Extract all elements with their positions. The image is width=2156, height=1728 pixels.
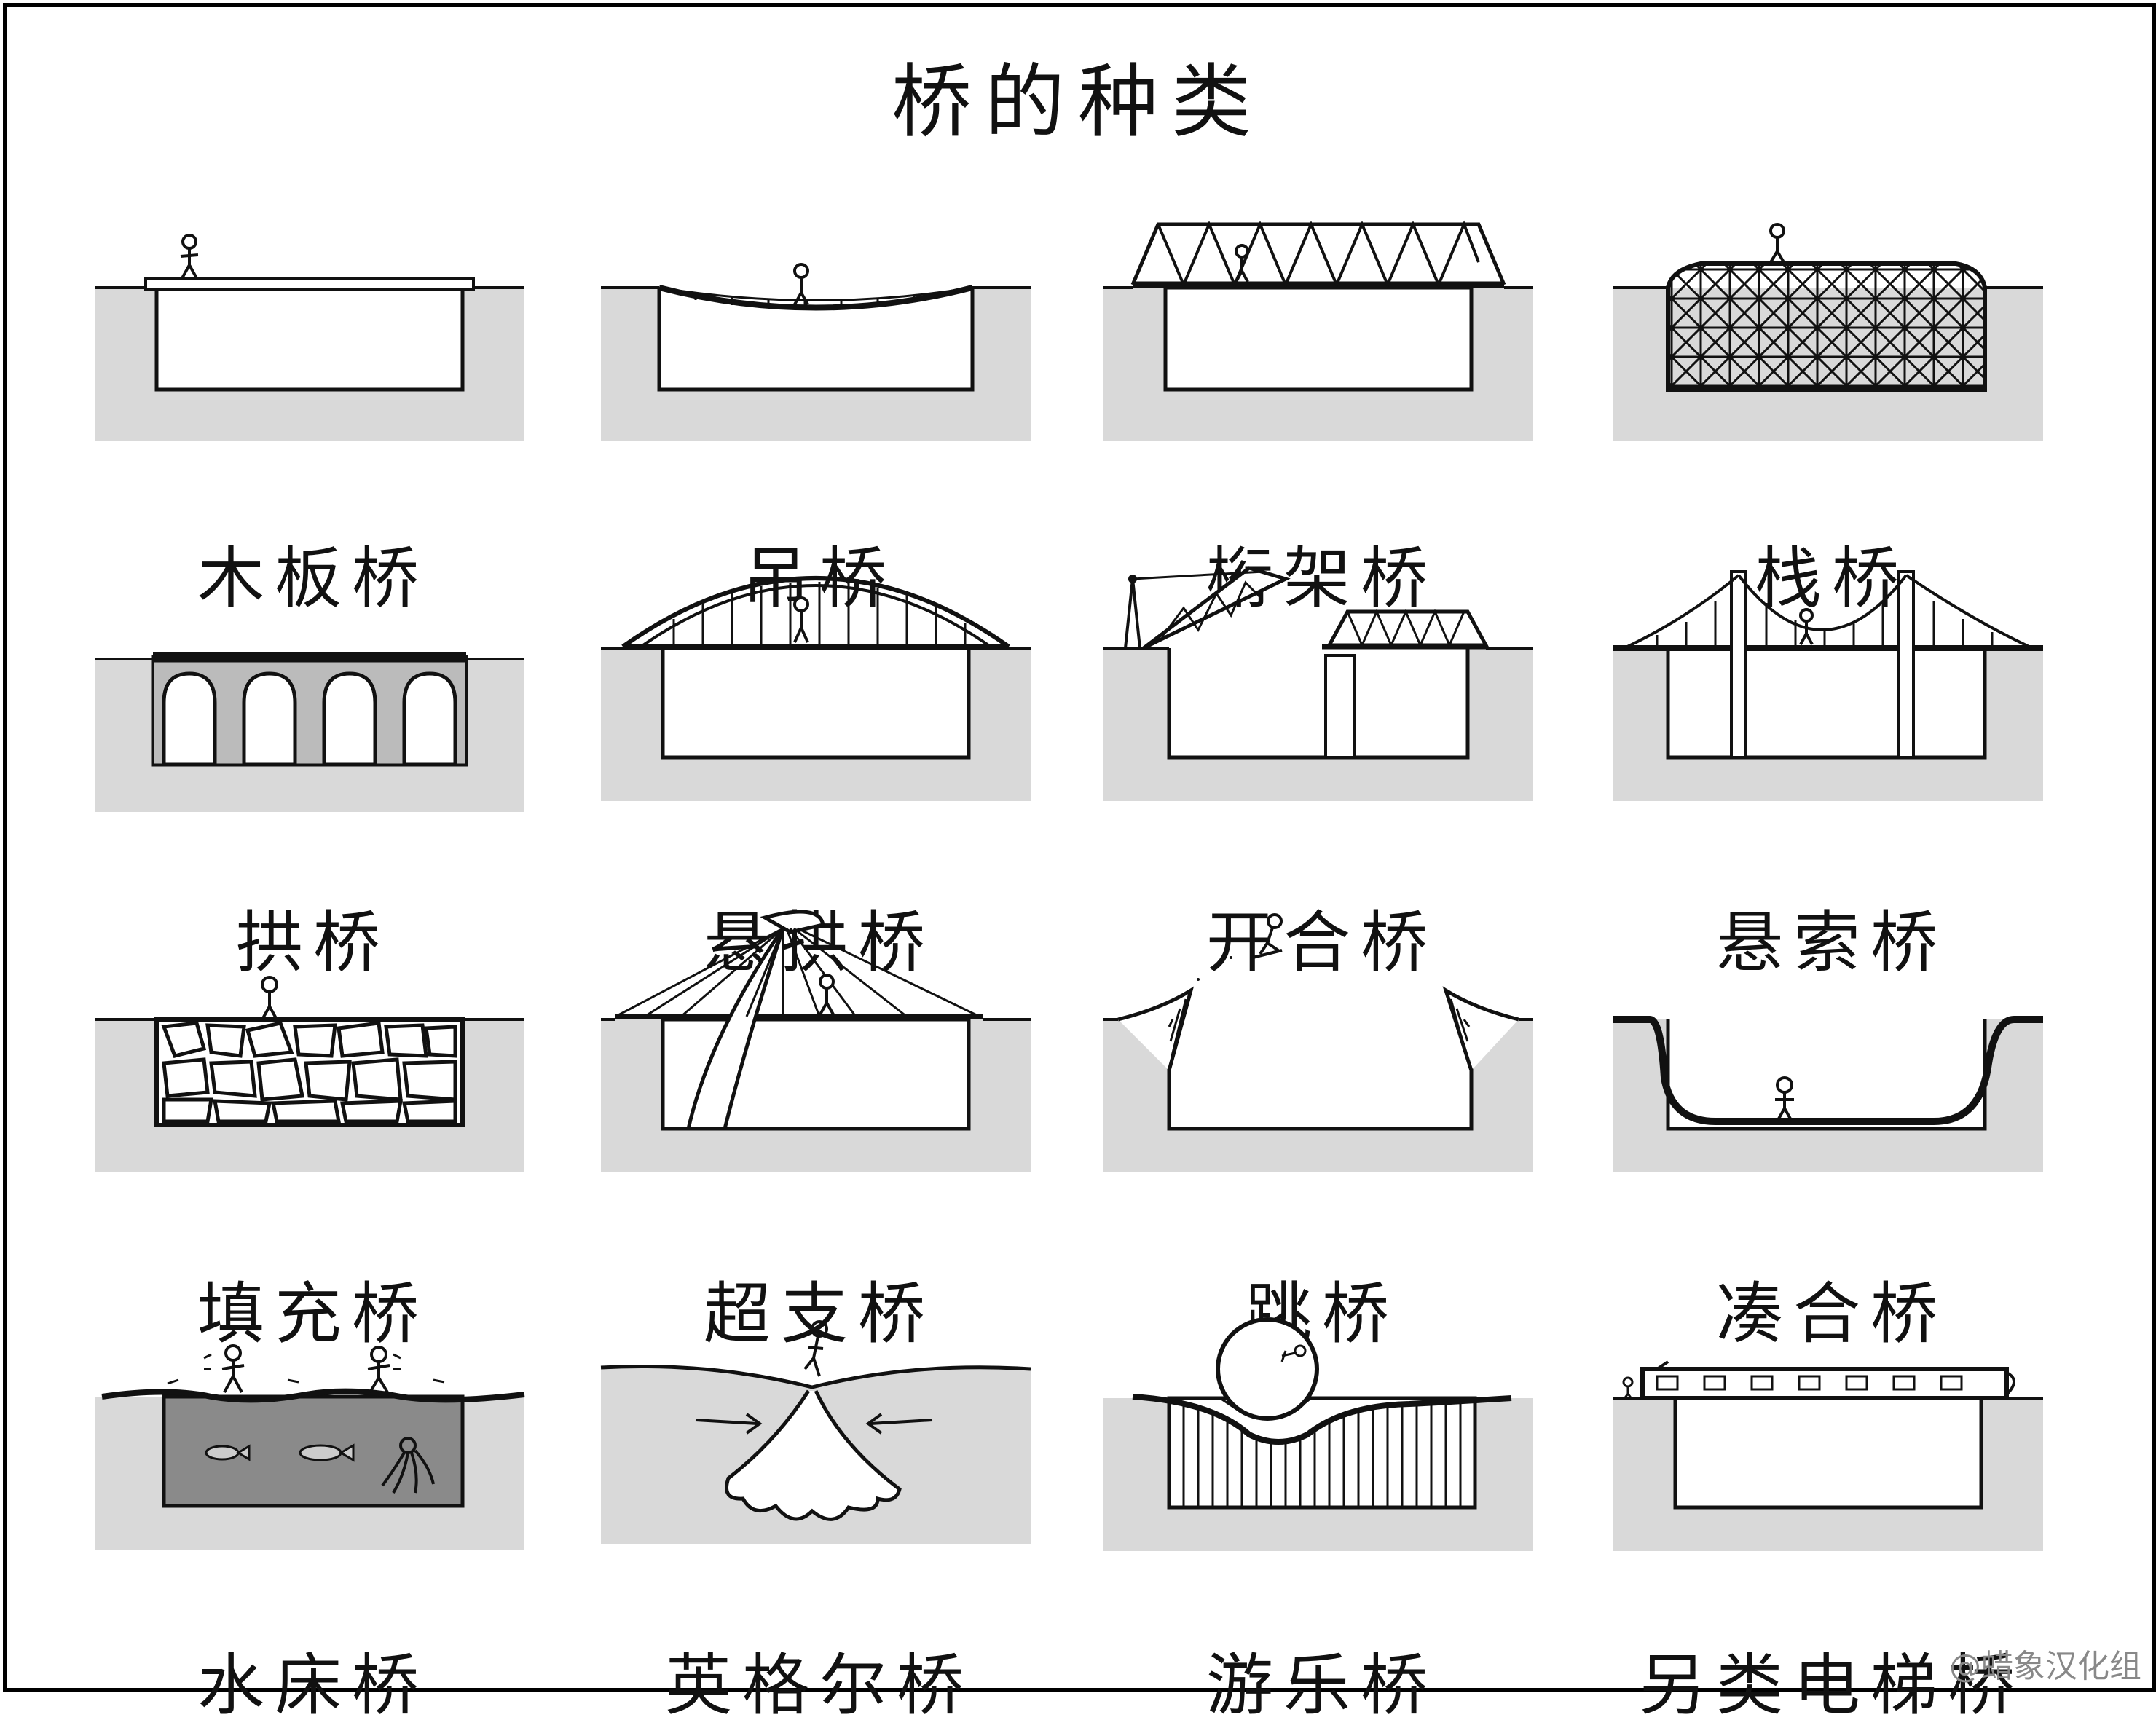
ingle-bridge-icon xyxy=(601,1318,1038,1609)
truss-bridge-icon xyxy=(1103,211,1541,502)
bridge-panel-drawbridge: 开合桥 xyxy=(1103,575,1541,939)
bridge-panel-suspension: 悬索桥 xyxy=(1613,575,2050,939)
halfpipe-bridge-icon xyxy=(1613,947,2050,1238)
bridge-panel-arch: 拱桥 xyxy=(95,575,532,939)
bridge-panel-overbuilt: 超支桥 xyxy=(601,947,1038,1311)
bridge-panel-halfpipe: 凑合桥 xyxy=(1613,947,2050,1311)
arch-bridge-icon xyxy=(95,575,532,867)
bridge-label: 水床桥 xyxy=(95,1631,532,1728)
bridge-panel-rope: 吊桥 xyxy=(601,211,1038,575)
bridge-panel-fill: 填充桥 xyxy=(95,947,532,1311)
drawbridge-icon xyxy=(1103,575,1541,867)
page-title: 桥的种类 xyxy=(0,36,2156,153)
bridge-panel-elevator: 另类电梯桥 xyxy=(1613,1318,2050,1682)
tied-arch-bridge-icon xyxy=(601,575,1038,867)
overbuilt-bridge-icon xyxy=(601,947,1038,1238)
bridge-panel-jump: 跳桥 xyxy=(1103,947,1541,1311)
suspension-bridge-icon xyxy=(1613,575,2050,867)
waterbed-bridge-icon xyxy=(95,1318,532,1609)
bridge-panel-truss: 桁架桥 xyxy=(1103,211,1541,575)
bridge-panel-loop: 游乐桥 xyxy=(1103,1318,1541,1682)
loop-bridge-icon xyxy=(1103,1318,1541,1609)
rope-bridge-icon xyxy=(601,211,1038,502)
bridge-label: 英格尔桥 xyxy=(601,1631,1038,1728)
bridge-panel-plank: 木板桥 xyxy=(95,211,532,575)
plank-bridge-icon xyxy=(95,211,532,502)
trestle-bridge-icon xyxy=(1613,211,2050,502)
jump-bridge-icon xyxy=(1103,947,1541,1238)
bridge-panel-trestle: 栈桥 xyxy=(1613,211,2050,575)
bridge-panel-waterbed: 水床桥 xyxy=(95,1318,532,1682)
bridge-label: 游乐桥 xyxy=(1103,1631,1541,1728)
bridge-panel-ingle: 英格尔桥 xyxy=(601,1318,1038,1682)
fill-bridge-icon xyxy=(95,947,532,1238)
bridge-panel-tied-arch: 悬拱桥 xyxy=(601,575,1038,939)
credit-watermark: @蜡象汉化组 xyxy=(1949,1640,2141,1686)
elevator-bridge-icon xyxy=(1613,1318,2050,1609)
